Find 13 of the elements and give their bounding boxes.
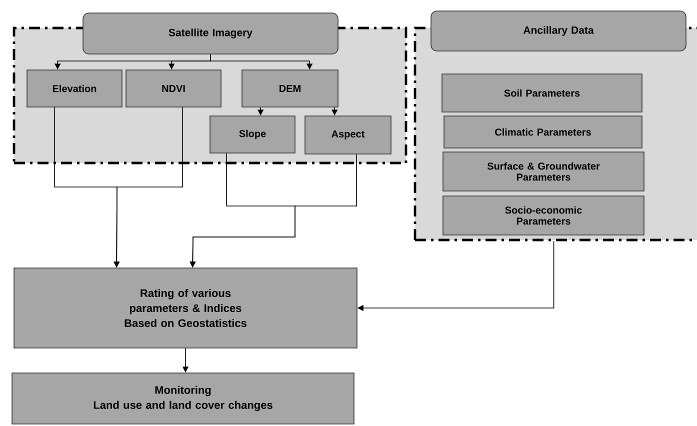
process-box: Socio-economic Parameters [442, 196, 644, 236]
process-box: Elevation [26, 70, 122, 108]
process-box: Rating of various parameters & Indices Based on Geostatistics [14, 268, 358, 348]
process-box: Climatic Parameters [444, 116, 642, 148]
process-box: Monitoring Land use and land cover changes [12, 372, 354, 424]
heading-box: Ancillary Data [430, 10, 686, 52]
heading-box: Satellite Imagery [82, 12, 338, 54]
process-box: DEM [242, 70, 338, 108]
process-box: Aspect [304, 116, 392, 154]
process-box: Slope [210, 116, 296, 154]
process-box: Surface & Groundwater Parameters [442, 152, 644, 192]
process-box: NDVI [126, 70, 222, 108]
process-box: Soil Parameters [442, 74, 642, 112]
